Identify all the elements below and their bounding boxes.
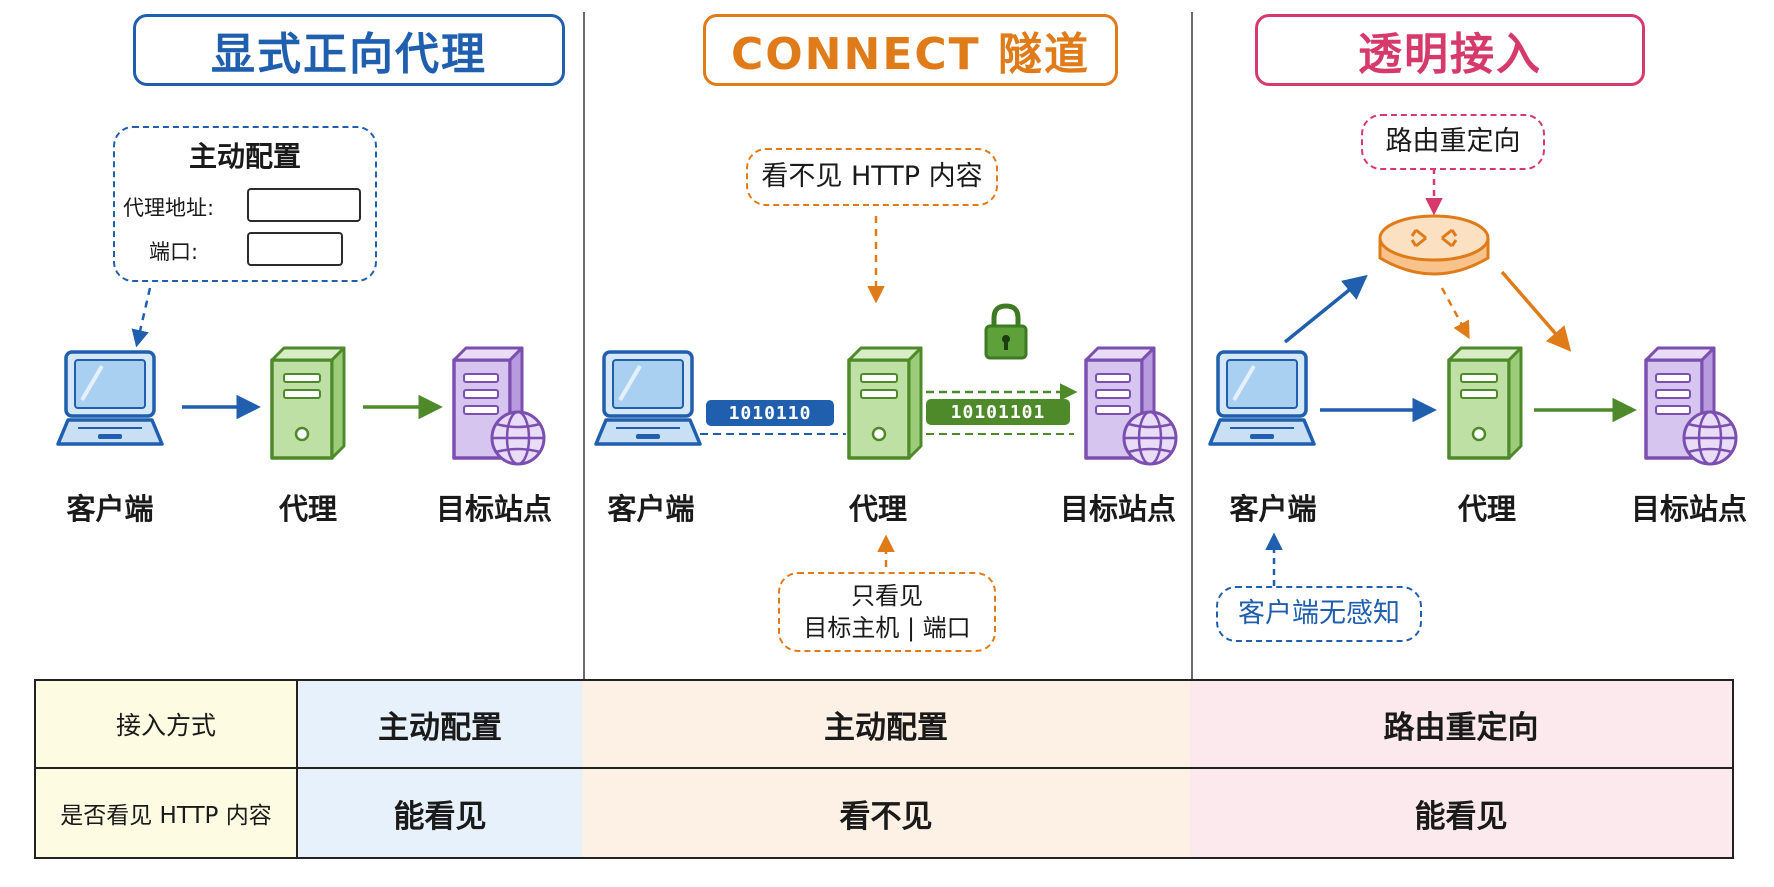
target-label: 目标站点 (1630, 492, 1747, 526)
router-to-proxy-arrow (1440, 287, 1470, 340)
table-cell: 主动配置 (298, 681, 582, 769)
table-cell: 主动配置 (582, 681, 1190, 769)
table-cell: 能看见 (1190, 769, 1732, 857)
host-port-note: 只看见 目标主机 | 端口 (778, 572, 996, 652)
config-note: 主动配置 代理地址: 端口: (113, 126, 377, 282)
client-label: 客户端 (1229, 492, 1317, 526)
binary-data-right: 10101101 (926, 399, 1070, 425)
binary-data-left: 1010110 (706, 400, 834, 426)
proxy-label: 代理 (1457, 492, 1516, 526)
proxy-address-field (247, 188, 361, 222)
table-header-cell: 接入方式 (36, 681, 298, 769)
server-icon (847, 346, 923, 460)
table-cell: 能看见 (298, 769, 582, 857)
table-cell: 路由重定向 (1190, 681, 1732, 769)
server-globe-icon (1084, 346, 1178, 466)
client-unaware-note: 客户端无感知 (1216, 586, 1422, 642)
host-port-note-line1: 只看见 (851, 581, 923, 610)
config-pointer-arrow (131, 287, 152, 348)
client-label: 客户端 (66, 492, 154, 526)
explicit-proxy-title: 显式正向代理 (133, 14, 565, 86)
server-icon (270, 346, 346, 460)
table-header-cell: 是否看见 HTTP 内容 (36, 769, 298, 857)
panel-divider (1191, 12, 1193, 680)
comparison-table: 接入方式 主动配置 主动配置 路由重定向 是否看见 HTTP 内容 能看见 看不… (34, 679, 1734, 859)
connect-tunnel-title: CONNECT 隧道 (703, 14, 1118, 86)
laptop-icon (56, 350, 164, 446)
config-note-title: 主动配置 (188, 140, 301, 173)
laptop-icon (594, 350, 702, 446)
port-label: 端口: (149, 240, 199, 264)
panel-divider (583, 12, 585, 680)
transparent-access-title: 透明接入 (1255, 14, 1645, 86)
server-globe-icon (452, 346, 546, 466)
router-to-target-arrow (1500, 270, 1572, 352)
proxy-label: 代理 (278, 492, 337, 526)
port-field (247, 232, 343, 266)
server-icon (1447, 346, 1523, 460)
router-icon (1378, 214, 1490, 276)
padlock-icon (984, 303, 1028, 360)
client-label: 客户端 (607, 492, 695, 526)
client-to-router-arrow (1283, 274, 1368, 344)
target-label: 目标站点 (1059, 492, 1176, 526)
proxy-label: 代理 (848, 492, 907, 526)
server-globe-icon (1644, 346, 1738, 466)
table-cell: 看不见 (582, 769, 1190, 857)
route-redirect-note: 路由重定向 (1361, 114, 1545, 170)
http-invisible-note: 看不见 HTTP 内容 (746, 148, 998, 206)
target-label: 目标站点 (435, 492, 552, 526)
laptop-icon (1208, 350, 1316, 446)
proxy-address-label: 代理地址: (123, 196, 215, 220)
host-port-note-line2: 目标主机 | 端口 (803, 614, 971, 642)
